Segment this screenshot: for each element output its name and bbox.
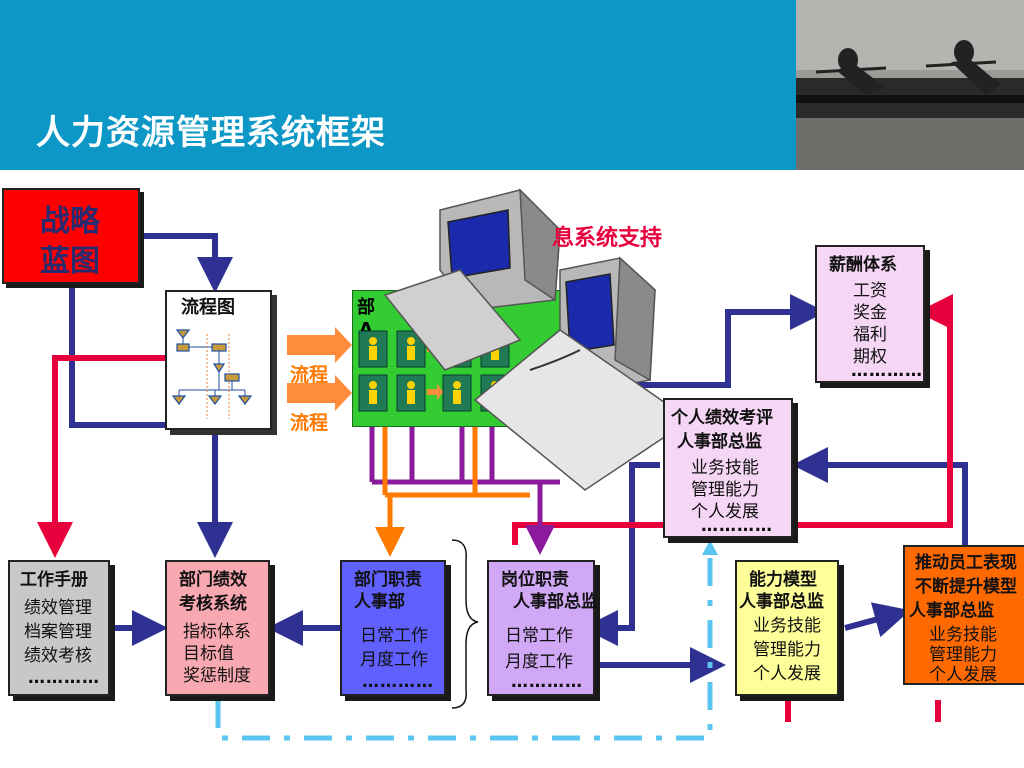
- competency-title1: 能力模型: [749, 570, 817, 590]
- strategy-blueprint-box: 战略 蓝图: [2, 188, 140, 284]
- handbook-item-archive: 档案管理: [24, 622, 92, 642]
- handbook-item-perf: 绩效管理: [24, 598, 92, 618]
- dept-perf-item-target: 目标值: [183, 644, 234, 664]
- flowchart-title: 流程图: [181, 297, 235, 318]
- dept-duty-dots: …………: [362, 672, 434, 692]
- salary-dots: …………: [851, 361, 923, 381]
- dept-perf-box: 部门绩效 考核系统 指标体系 目标值 奖惩制度: [165, 560, 270, 696]
- promote-item-dev: 个人发展: [929, 665, 997, 685]
- salary-title: 薪酬体系: [829, 255, 897, 275]
- header-bar: [0, 0, 796, 170]
- flowchart-box: 流程图: [165, 290, 272, 430]
- competency-title2: 人事部总监: [739, 592, 824, 612]
- competency-item-mgmt: 管理能力: [753, 640, 821, 660]
- page-title: 人力资源管理系统框架: [36, 113, 386, 153]
- competency-item-skill: 业务技能: [753, 616, 821, 636]
- dept-duty-title2: 人事部: [354, 592, 405, 612]
- process-label-2: 流程: [290, 412, 329, 434]
- dept-label-line1: 部: [357, 297, 375, 318]
- promote-title2: 不断提升模型: [915, 577, 1017, 597]
- salary-item-wage: 工资: [853, 281, 887, 301]
- salary-item-options: 期权: [853, 347, 887, 367]
- promote-model-box: 推动员工表现 不断提升模型 人事部总监 业务技能 管理能力 个人发展: [903, 545, 1024, 685]
- dept-duty-item-monthly: 月度工作: [360, 650, 428, 670]
- competency-item-dev: 个人发展: [753, 664, 821, 684]
- promote-title3: 人事部总监: [909, 601, 994, 621]
- work-handbook-box: 工作手册 绩效管理 档案管理 绩效考核 …………: [8, 560, 110, 696]
- dept-duty-box: 部门职责 人事部 日常工作 月度工作 …………: [340, 560, 446, 696]
- handbook-item-eval: 绩效考核: [24, 646, 92, 666]
- personal-eval-item-mgmt: 管理能力: [691, 480, 759, 500]
- strategy-label-line1: 战略: [40, 204, 100, 239]
- post-duty-box: 岗位职责 人事部总监 日常工作 月度工作 …………: [487, 560, 598, 696]
- promote-item-mgmt: 管理能力: [929, 645, 997, 665]
- personal-eval-owner: 人事部总监: [677, 432, 762, 452]
- handbook-title: 工作手册: [20, 570, 88, 590]
- post-duty-item-monthly: 月度工作: [505, 652, 573, 672]
- post-duty-title2: 人事部总监: [513, 592, 598, 612]
- handbook-dots: …………: [28, 668, 100, 688]
- personal-eval-item-dev: 个人发展: [691, 502, 759, 522]
- personal-eval-title: 个人绩效考评: [671, 408, 773, 428]
- post-duty-title1: 岗位职责: [501, 570, 569, 590]
- process-label-1: 流程: [290, 364, 329, 386]
- promote-item-skill: 业务技能: [929, 625, 997, 645]
- mini-flowchart-icon: [171, 329, 253, 419]
- dept-perf-title2: 考核系统: [179, 594, 247, 614]
- salary-item-welfare: 福利: [853, 325, 887, 345]
- dept-perf-item-reward: 奖惩制度: [183, 666, 251, 686]
- salary-item-bonus: 奖金: [853, 303, 887, 323]
- promote-title1: 推动员工表现: [915, 553, 1017, 573]
- info-system-label: 息系统支持: [552, 226, 663, 251]
- personal-eval-item-skill: 业务技能: [691, 458, 759, 478]
- dept-perf-title1: 部门绩效: [179, 570, 247, 590]
- personal-eval-dots: …………: [701, 516, 773, 536]
- strategy-label-line2: 蓝图: [40, 244, 100, 279]
- rowing-photo: [796, 0, 1024, 170]
- dept-perf-item-index: 指标体系: [183, 622, 251, 642]
- salary-system-box: 薪酬体系 工资 奖金 福利 期权 …………: [815, 245, 925, 383]
- personal-eval-box: 个人绩效考评 人事部总监 业务技能 管理能力 个人发展 …………: [663, 398, 793, 538]
- post-duty-dots: …………: [511, 672, 583, 692]
- competency-model-box: 能力模型 人事部总监 业务技能 管理能力 个人发展: [735, 560, 839, 696]
- dept-duty-title1: 部门职责: [354, 570, 422, 590]
- post-duty-item-daily: 日常工作: [505, 626, 573, 646]
- dept-duty-item-daily: 日常工作: [360, 626, 428, 646]
